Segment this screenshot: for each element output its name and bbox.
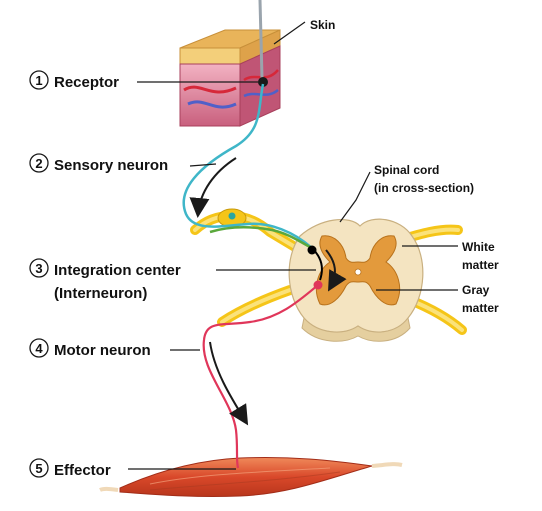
sensory-neuron-fiber [182,83,313,249]
ganglion-cell-body [228,212,236,220]
step-5-badge: 5 [29,458,49,478]
muscle-effector [99,456,403,498]
svg-text:2: 2 [35,156,42,171]
white-matter-label: White [462,240,495,254]
step-1-badge: 1 [29,70,49,90]
integration-center-label: Integration center [54,262,181,279]
svg-text:3: 3 [35,261,42,276]
integration-direction-arrow [325,249,347,292]
motor-direction-arrow [209,341,249,426]
receptor-label: Receptor [54,74,119,91]
sensory-direction-arrow [189,157,237,218]
motor-neuron-label: Motor neuron [54,342,151,359]
gray-matter-label: Gray [462,283,490,297]
interneuron-label: (Interneuron) [54,285,147,302]
svg-text:1: 1 [35,73,42,88]
leader-lines [128,21,458,470]
gray-matter-label-line2: matter [462,301,499,315]
effector-label: Effector [54,462,111,479]
interneuron-cell-body [307,245,317,255]
receptor-dot [258,77,268,87]
svg-text:5: 5 [35,461,42,476]
motor-neuron-fiber [202,284,319,469]
step-2-badge: 2 [29,153,49,173]
spinal-cord-sublabel: (in cross-section) [374,181,474,195]
skin-block [179,0,281,127]
sensory-neuron-label: Sensory neuron [54,157,168,174]
spinal-cord-label: Spinal cord [374,163,439,177]
skin-label: Skin [310,18,335,32]
spinal-cord [190,208,467,342]
step-4-badge: 4 [29,338,49,358]
svg-text:4: 4 [35,341,43,356]
step-3-badge: 3 [29,258,49,278]
white-matter-label-line2: matter [462,258,499,272]
